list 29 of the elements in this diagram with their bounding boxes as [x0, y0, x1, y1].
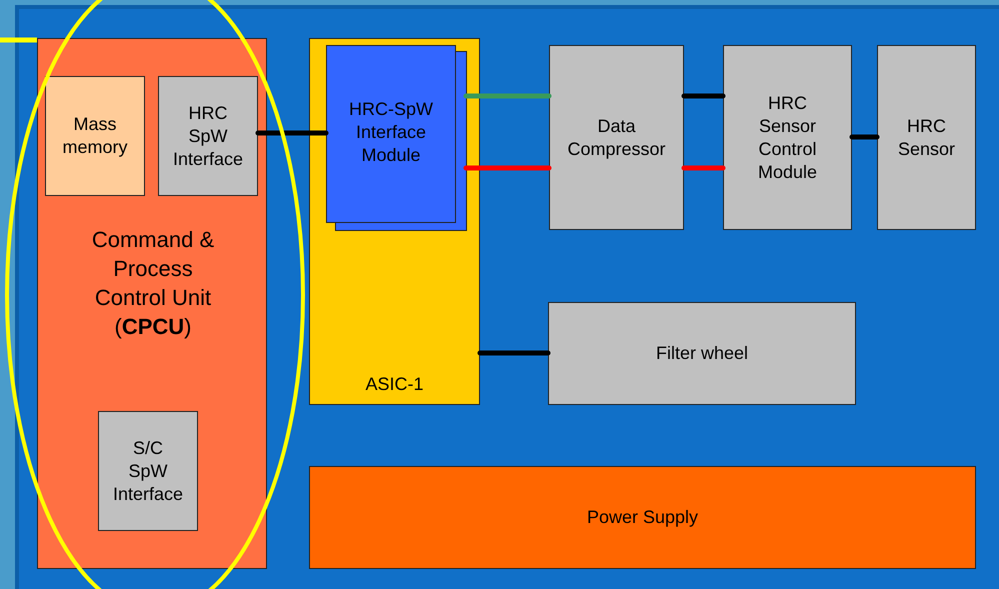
component-box	[549, 45, 684, 230]
component-label: HRC Sensor Control Module	[758, 92, 818, 184]
component-label: ASIC-1	[365, 373, 424, 396]
component-box	[723, 45, 852, 230]
component-box	[548, 302, 856, 405]
component-label: Command & Process Control Unit (CPCU)	[90, 226, 216, 341]
component-box	[877, 45, 976, 230]
component-box	[45, 76, 145, 196]
connector-line	[682, 94, 726, 98]
connector-line	[0, 38, 37, 42]
component-box	[98, 411, 198, 531]
component-label: S/C SpW Interface	[112, 436, 184, 506]
component-box	[158, 76, 258, 196]
unit-box	[37, 38, 267, 569]
connector-line	[478, 350, 550, 356]
connector-line	[464, 94, 552, 98]
component-label: Filter wheel	[656, 342, 748, 365]
component-label: Power Supply	[586, 506, 698, 529]
component-label: Data Compressor	[567, 114, 666, 160]
asic-box	[309, 38, 480, 405]
connector-line	[682, 166, 726, 170]
component-label: HRC-SpW Interface Module	[348, 98, 434, 167]
connector-line	[850, 134, 880, 140]
connector-line	[464, 166, 552, 170]
component-label: HRC Sensor	[898, 114, 956, 160]
connector-line	[256, 130, 328, 136]
component-label: Mass memory	[62, 113, 128, 159]
component-label: HRC SpW Interface	[172, 102, 244, 170]
power-supply-box	[309, 466, 976, 569]
